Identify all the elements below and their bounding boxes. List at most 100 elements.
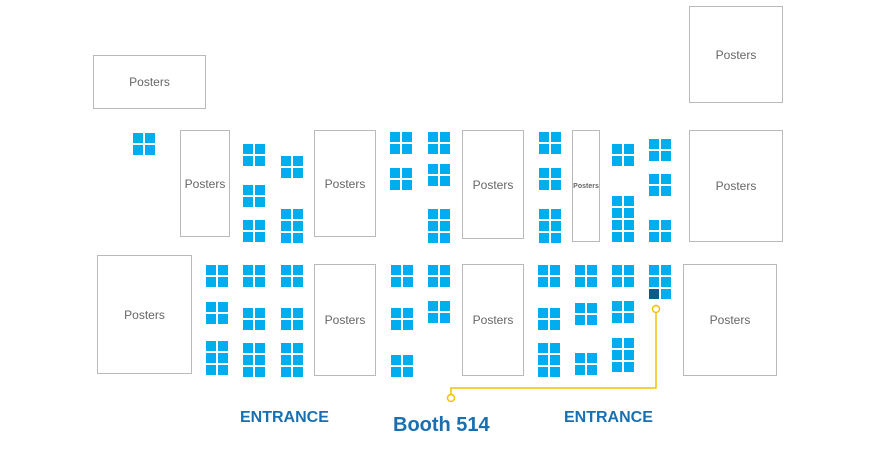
booth[interactable]	[439, 276, 451, 288]
booth[interactable]	[144, 144, 156, 156]
booth[interactable]	[427, 220, 439, 232]
booth[interactable]	[611, 276, 623, 288]
booth[interactable]	[280, 208, 292, 220]
booth[interactable]	[611, 155, 623, 167]
booth[interactable]	[549, 366, 561, 378]
booth[interactable]	[254, 264, 266, 276]
booth[interactable]	[242, 354, 254, 366]
booth[interactable]	[648, 173, 660, 185]
poster-area[interactable]: Posters	[462, 264, 524, 376]
booth[interactable]	[402, 366, 414, 378]
booth[interactable]	[660, 150, 672, 162]
booth[interactable]	[292, 354, 304, 366]
poster-area[interactable]: Posters	[462, 130, 524, 239]
booth[interactable]	[254, 319, 266, 331]
booth[interactable]	[292, 167, 304, 179]
booth[interactable]	[280, 354, 292, 366]
booth[interactable]	[205, 364, 217, 376]
booth[interactable]	[550, 131, 562, 143]
booth[interactable]	[280, 167, 292, 179]
booth[interactable]	[574, 364, 586, 376]
booth[interactable]	[648, 185, 660, 197]
booth[interactable]	[623, 300, 635, 312]
booth[interactable]	[401, 179, 413, 191]
booth[interactable]	[280, 276, 292, 288]
booth[interactable]	[538, 143, 550, 155]
booth[interactable]	[217, 313, 229, 325]
booth[interactable]	[611, 219, 623, 231]
booth[interactable]	[549, 307, 561, 319]
booth[interactable]	[537, 366, 549, 378]
booth[interactable]	[292, 307, 304, 319]
booth[interactable]	[439, 131, 451, 143]
booth[interactable]	[439, 300, 451, 312]
booth[interactable]	[402, 264, 414, 276]
booth[interactable]	[574, 302, 586, 314]
booth[interactable]	[402, 354, 414, 366]
poster-area[interactable]: Posters	[97, 255, 192, 374]
booth[interactable]	[280, 232, 292, 244]
booth[interactable]	[549, 342, 561, 354]
booth[interactable]	[292, 208, 304, 220]
booth[interactable]	[550, 208, 562, 220]
booth[interactable]	[390, 276, 402, 288]
booth[interactable]	[574, 352, 586, 364]
booth[interactable]	[427, 208, 439, 220]
booth[interactable]	[586, 264, 598, 276]
booth[interactable]	[439, 175, 451, 187]
booth[interactable]	[242, 155, 254, 167]
booth[interactable]	[623, 207, 635, 219]
booth[interactable]	[549, 276, 561, 288]
booth[interactable]	[390, 366, 402, 378]
booth[interactable]	[549, 354, 561, 366]
booth[interactable]	[611, 143, 623, 155]
booth[interactable]	[401, 167, 413, 179]
booth[interactable]	[648, 276, 660, 288]
booth[interactable]	[623, 264, 635, 276]
booth[interactable]	[427, 276, 439, 288]
booth[interactable]	[217, 364, 229, 376]
booth[interactable]	[427, 131, 439, 143]
booth[interactable]	[389, 131, 401, 143]
booth[interactable]	[390, 307, 402, 319]
booth[interactable]	[648, 231, 660, 243]
booth[interactable]	[254, 276, 266, 288]
booth[interactable]	[623, 361, 635, 373]
booth[interactable]	[389, 167, 401, 179]
booth[interactable]	[242, 342, 254, 354]
booth[interactable]	[402, 307, 414, 319]
poster-area[interactable]: Posters	[314, 130, 376, 237]
booth[interactable]	[205, 352, 217, 364]
booth[interactable]	[538, 232, 550, 244]
booth[interactable]	[439, 143, 451, 155]
booth[interactable]	[254, 342, 266, 354]
booth[interactable]	[550, 232, 562, 244]
booth[interactable]	[292, 342, 304, 354]
booth[interactable]	[254, 231, 266, 243]
booth[interactable]	[574, 314, 586, 326]
booth[interactable]	[538, 131, 550, 143]
booth[interactable]	[550, 179, 562, 191]
booth[interactable]	[550, 167, 562, 179]
booth[interactable]	[217, 301, 229, 313]
booth[interactable]	[537, 276, 549, 288]
booth[interactable]	[660, 264, 672, 276]
booth[interactable]	[217, 352, 229, 364]
booth[interactable]	[427, 300, 439, 312]
booth[interactable]	[242, 366, 254, 378]
booth[interactable]	[623, 337, 635, 349]
booth[interactable]	[280, 319, 292, 331]
booth[interactable]	[292, 264, 304, 276]
booth[interactable]	[623, 219, 635, 231]
booth[interactable]	[242, 196, 254, 208]
booth[interactable]	[439, 163, 451, 175]
booth[interactable]	[254, 184, 266, 196]
booth[interactable]	[292, 155, 304, 167]
booth[interactable]	[280, 155, 292, 167]
booth[interactable]	[217, 264, 229, 276]
booth[interactable]	[242, 184, 254, 196]
booth[interactable]	[427, 175, 439, 187]
booth[interactable]	[217, 276, 229, 288]
booth[interactable]	[660, 288, 672, 300]
booth[interactable]	[611, 207, 623, 219]
